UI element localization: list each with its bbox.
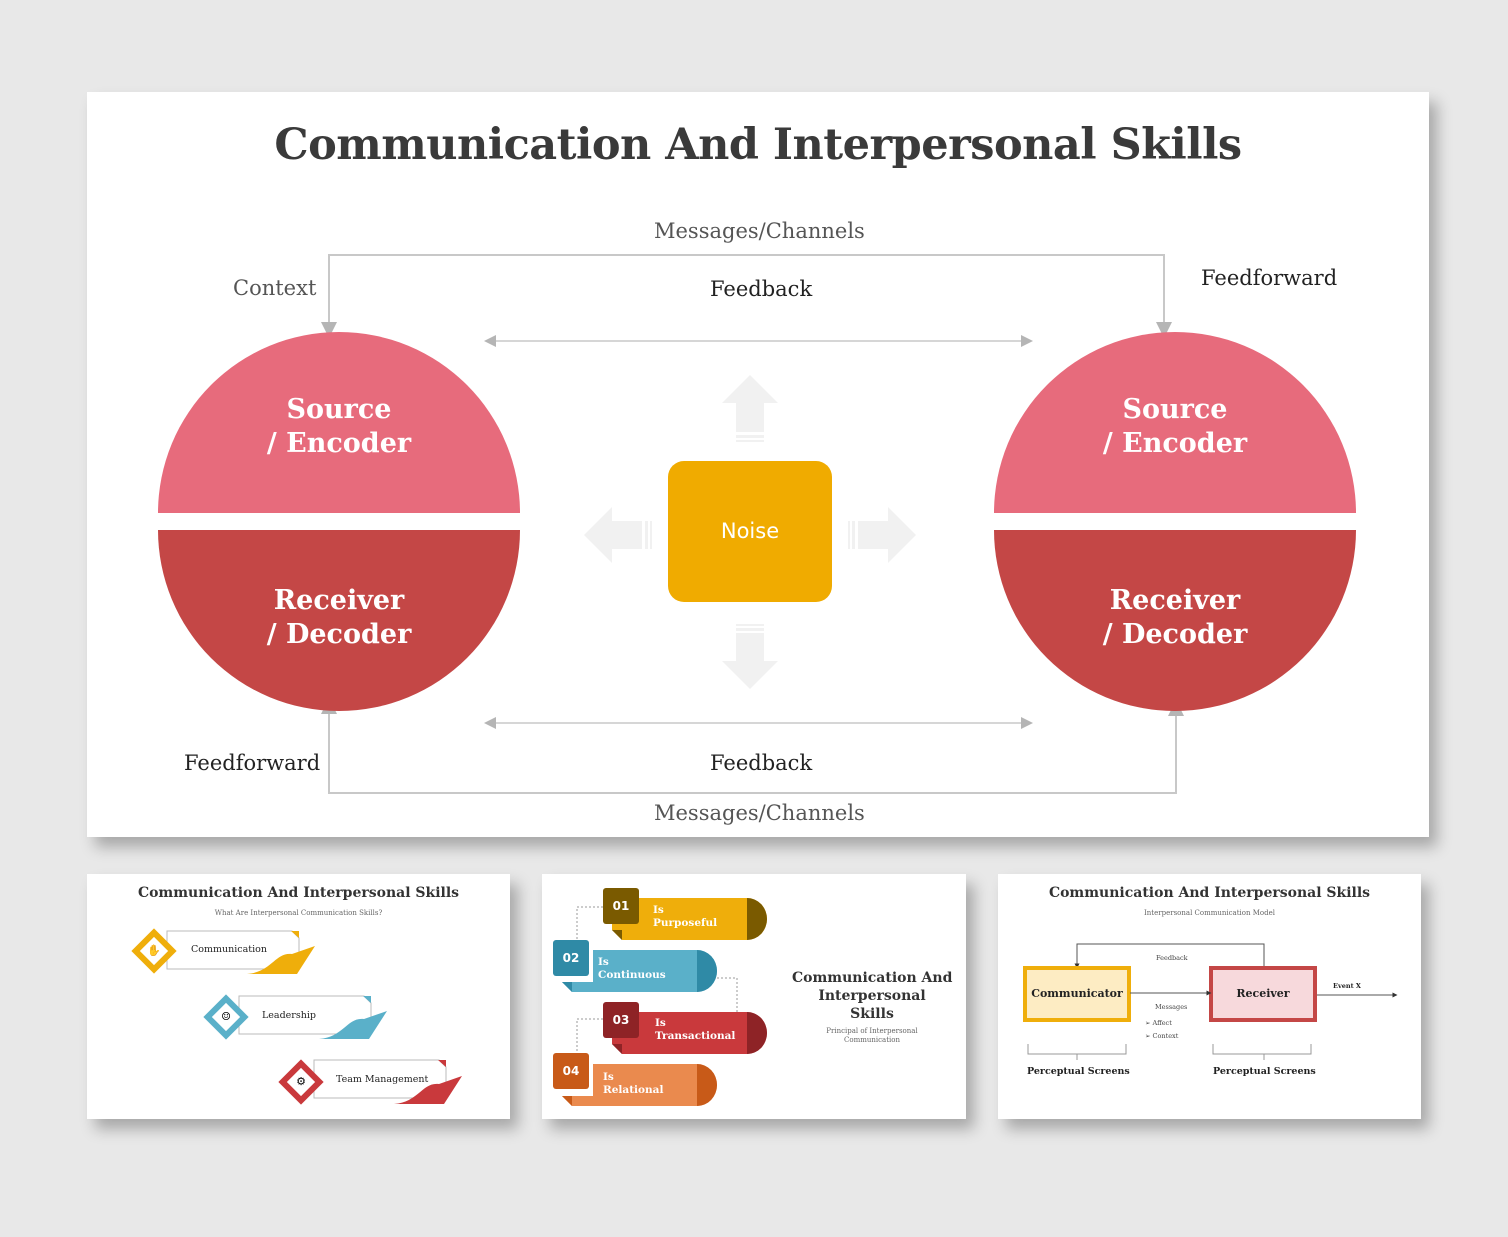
thumb1-subtitle: What Are Interpersonal Communication Ski… [214, 909, 383, 917]
thumb2-num-01: 01 [612, 899, 630, 913]
thumbnail-slide-3[interactable]: Communication And Interpersonal Skills I… [998, 874, 1421, 1119]
thumb3-communicator-box: Communicator [1031, 987, 1123, 1000]
left-receiver-half [158, 530, 520, 711]
feedback-top-label: Feedback [710, 277, 813, 301]
messages-channels-bottom-label: Messages/Channels [654, 801, 865, 825]
noise-right-arrow [848, 507, 916, 563]
thumbnail-slide-1[interactable]: Communication And Interpersonal Skills W… [87, 874, 510, 1119]
noise-up-arrow [722, 375, 778, 442]
thumb3-context-label: ➢ Context [1145, 1032, 1179, 1040]
feedforward-bottom-label: Feedforward [184, 751, 321, 775]
left-source-encoder-label: Source/ Encoder [266, 394, 412, 459]
thumb3-messages-label: Messages [1155, 1003, 1188, 1011]
thumb3-perceptual-screens-right: Perceptual Screens [1213, 1066, 1316, 1077]
thumb3-feedback-label: Feedback [1156, 954, 1188, 962]
messages-channels-top-label: Messages/Channels [654, 219, 865, 243]
left-source-half [158, 332, 520, 513]
gear-people-icon: ⚙ [296, 1075, 306, 1088]
thumb1-item-leadership: Leadership [262, 1010, 316, 1021]
thumb2-num-04: 04 [562, 1064, 580, 1078]
thumb1-item-communication: Communication [191, 944, 267, 955]
thumb2-graphics [553, 888, 767, 1106]
right-circle [994, 332, 1356, 711]
thumb1-title: Communication And Interpersonal Skills [137, 885, 460, 901]
handshake-icon: ✋ [147, 944, 161, 957]
main-slide[interactable]: Communication And Interpersonal Skills M… [87, 92, 1429, 837]
noise-label: Noise [720, 519, 780, 543]
right-receiver-half [994, 530, 1356, 711]
noise-down-arrow [722, 624, 778, 689]
thumb1-graphics [131, 928, 462, 1105]
feedback-bottom-label: Feedback [710, 751, 813, 775]
thumb1-item-team-management: Team Management [336, 1074, 429, 1085]
feedforward-top-label: Feedforward [1201, 266, 1338, 290]
noise-box [668, 461, 832, 602]
noise-left-arrow [584, 507, 652, 563]
right-source-half [994, 332, 1356, 513]
thumb3-graphics [1023, 943, 1398, 1060]
thumb3-affect-label: ➢ Affect [1145, 1019, 1172, 1027]
team-icon: ☺ [221, 1010, 231, 1023]
left-circle [158, 332, 520, 711]
right-receiver-decoder-label: Receiver/ Decoder [1102, 585, 1248, 650]
thumb2-num-03: 03 [612, 1013, 630, 1027]
thumb3-perceptual-screens-left: Perceptual Screens [1027, 1066, 1130, 1077]
thumb3-title: Communication And Interpersonal Skills [1048, 885, 1371, 901]
thumb3-subtitle: Interpersonal Communication Model [1144, 909, 1275, 917]
thumb3-event-label: Event X [1333, 982, 1361, 990]
left-receiver-decoder-label: Receiver/ Decoder [266, 585, 412, 650]
page-title: Communication And Interpersonal Skills [274, 120, 1242, 170]
main-diagram-graphics [158, 254, 1356, 794]
thumb3-receiver-box: Receiver [1236, 987, 1290, 1000]
context-label: Context [233, 276, 317, 300]
bottom-channel-line [328, 700, 1184, 794]
right-source-encoder-label: Source/ Encoder [1102, 394, 1248, 459]
thumb2-num-02: 02 [562, 951, 580, 965]
